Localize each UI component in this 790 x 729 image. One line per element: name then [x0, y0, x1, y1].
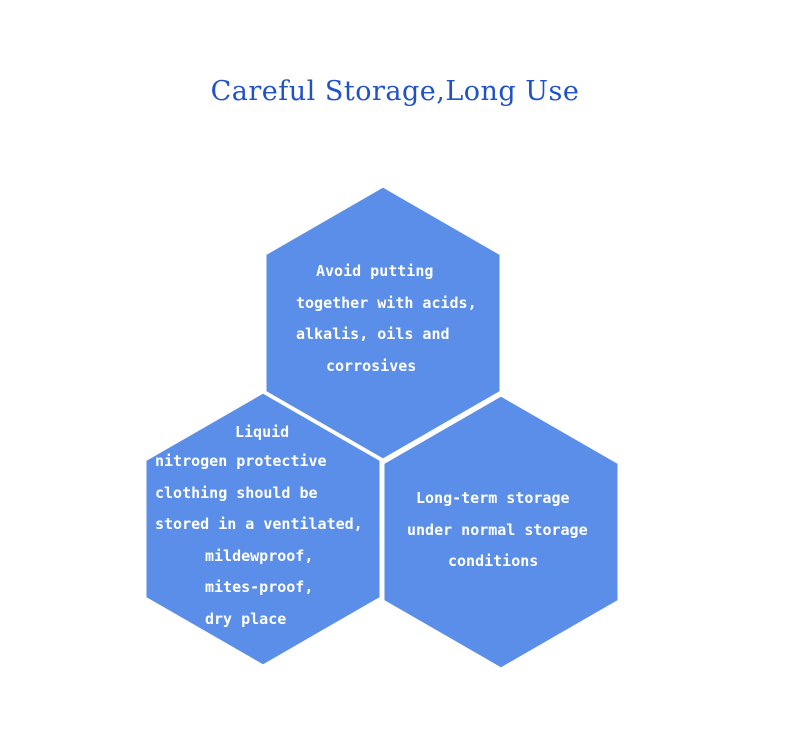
hexagon-left-line: dry place [205, 609, 287, 628]
hexagon-right-line: Long-term storage [416, 489, 570, 507]
hexagon-left-line: clothing should be [155, 483, 318, 502]
hexagon-left-line: mites-proof, [205, 578, 314, 596]
page-title: Careful Storage,Long Use [210, 76, 580, 107]
hexagon-left-line: stored in a ventilated, [155, 515, 363, 533]
hexagon-left-line: Liquid [235, 423, 290, 441]
hexagon-top-line: Avoid putting [316, 262, 434, 280]
hexagon-top [263, 184, 503, 462]
hexagon-top-text: Avoid putting together with acids, alkal… [270, 256, 477, 382]
hexagon-right-text: Long-term storage under normal storage c… [405, 483, 588, 578]
hexagon-left-line: nitrogen protective [155, 452, 327, 470]
hexagon-top-line: together with acids, [296, 293, 477, 312]
hexagon-top-line: corrosives [326, 356, 417, 375]
hexagon-right-line: under normal storage [407, 520, 588, 539]
hexagon-right-line: conditions [448, 552, 539, 570]
hexagon-left-line: mildewproof, [205, 546, 314, 565]
hexagon-left [143, 390, 383, 668]
hexagon-left-text: Liquid nitrogen protective clothing shou… [155, 418, 363, 635]
hexagon-right [381, 393, 621, 671]
hexagon-top-line: alkalis, oils and [296, 325, 450, 343]
